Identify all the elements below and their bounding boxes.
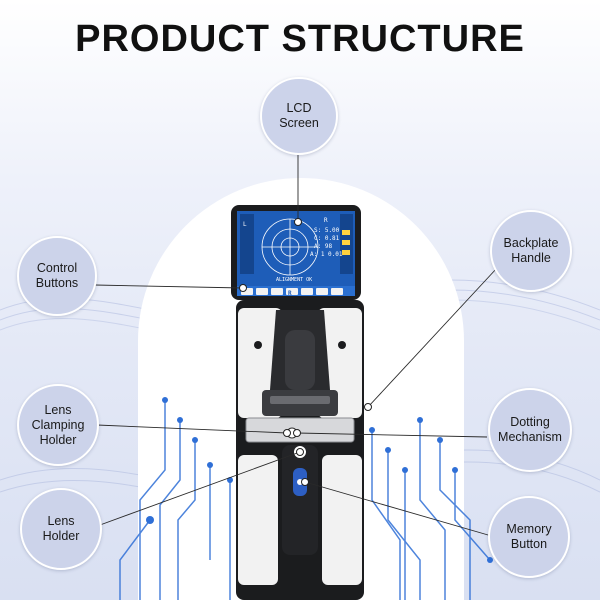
lcd-side-letter: L — [243, 221, 247, 228]
lcd-alignment-text: ALIGNMENT OK — [276, 277, 312, 283]
label-dotting-mechanism-text: Dotting Mechanism — [498, 415, 562, 444]
label-control-buttons-text: Control Buttons — [35, 261, 79, 290]
leader-lens-holder — [99, 451, 301, 526]
label-control-buttons: Control Buttons — [17, 236, 97, 316]
label-backplate-handle-text: Backplate Handle — [503, 236, 559, 265]
lens-table — [245, 417, 355, 443]
lcd-r-indicator: R — [324, 217, 328, 224]
lcd-target — [261, 218, 319, 276]
lcd-button-label: R — [288, 290, 292, 297]
leader-dotting-mechanism — [296, 432, 488, 438]
clamp-rail — [270, 396, 330, 404]
leader-memory-button — [304, 481, 496, 538]
label-backplate-handle: Backplate Handle — [490, 210, 572, 292]
optical-tube — [285, 330, 315, 390]
label-lens-clamping-holder-text: Lens Clamping Holder — [31, 402, 85, 447]
lower-right-white-panel — [322, 455, 362, 585]
lower-left-white-panel — [238, 455, 278, 585]
lcd-left-panel — [240, 214, 254, 274]
label-dotting-mechanism: Dotting Mechanism — [488, 388, 572, 472]
leader-lens-clamping-holder — [96, 424, 288, 434]
right-panel-screw — [338, 341, 346, 349]
label-memory-button-text: Memory Button — [506, 522, 552, 551]
page-title: PRODUCT STRUCTURE — [75, 18, 525, 60]
lcd-readout-2: C: 0.81 — [314, 235, 340, 242]
lcd-readout-1: S: 5.00 — [314, 227, 340, 234]
lens-holder-pillar — [282, 445, 318, 555]
left-panel-screw — [254, 341, 262, 349]
label-lens-holder: Lens Holder — [20, 488, 102, 570]
lcd-readout-3: A: 98 — [314, 243, 332, 250]
leader-backplate-handle — [367, 267, 498, 408]
lcd-readout-4: A: 1 0.01 — [310, 251, 343, 258]
leader-control-buttons — [94, 284, 244, 289]
label-memory-button: Memory Button — [488, 496, 570, 578]
label-lcd-screen: LCD Screen — [260, 77, 338, 155]
label-lens-holder-text: Lens Holder — [42, 514, 80, 543]
label-lens-clamping-holder: Lens Clamping Holder — [17, 384, 99, 466]
label-lcd-screen-text: LCD Screen — [279, 101, 319, 130]
